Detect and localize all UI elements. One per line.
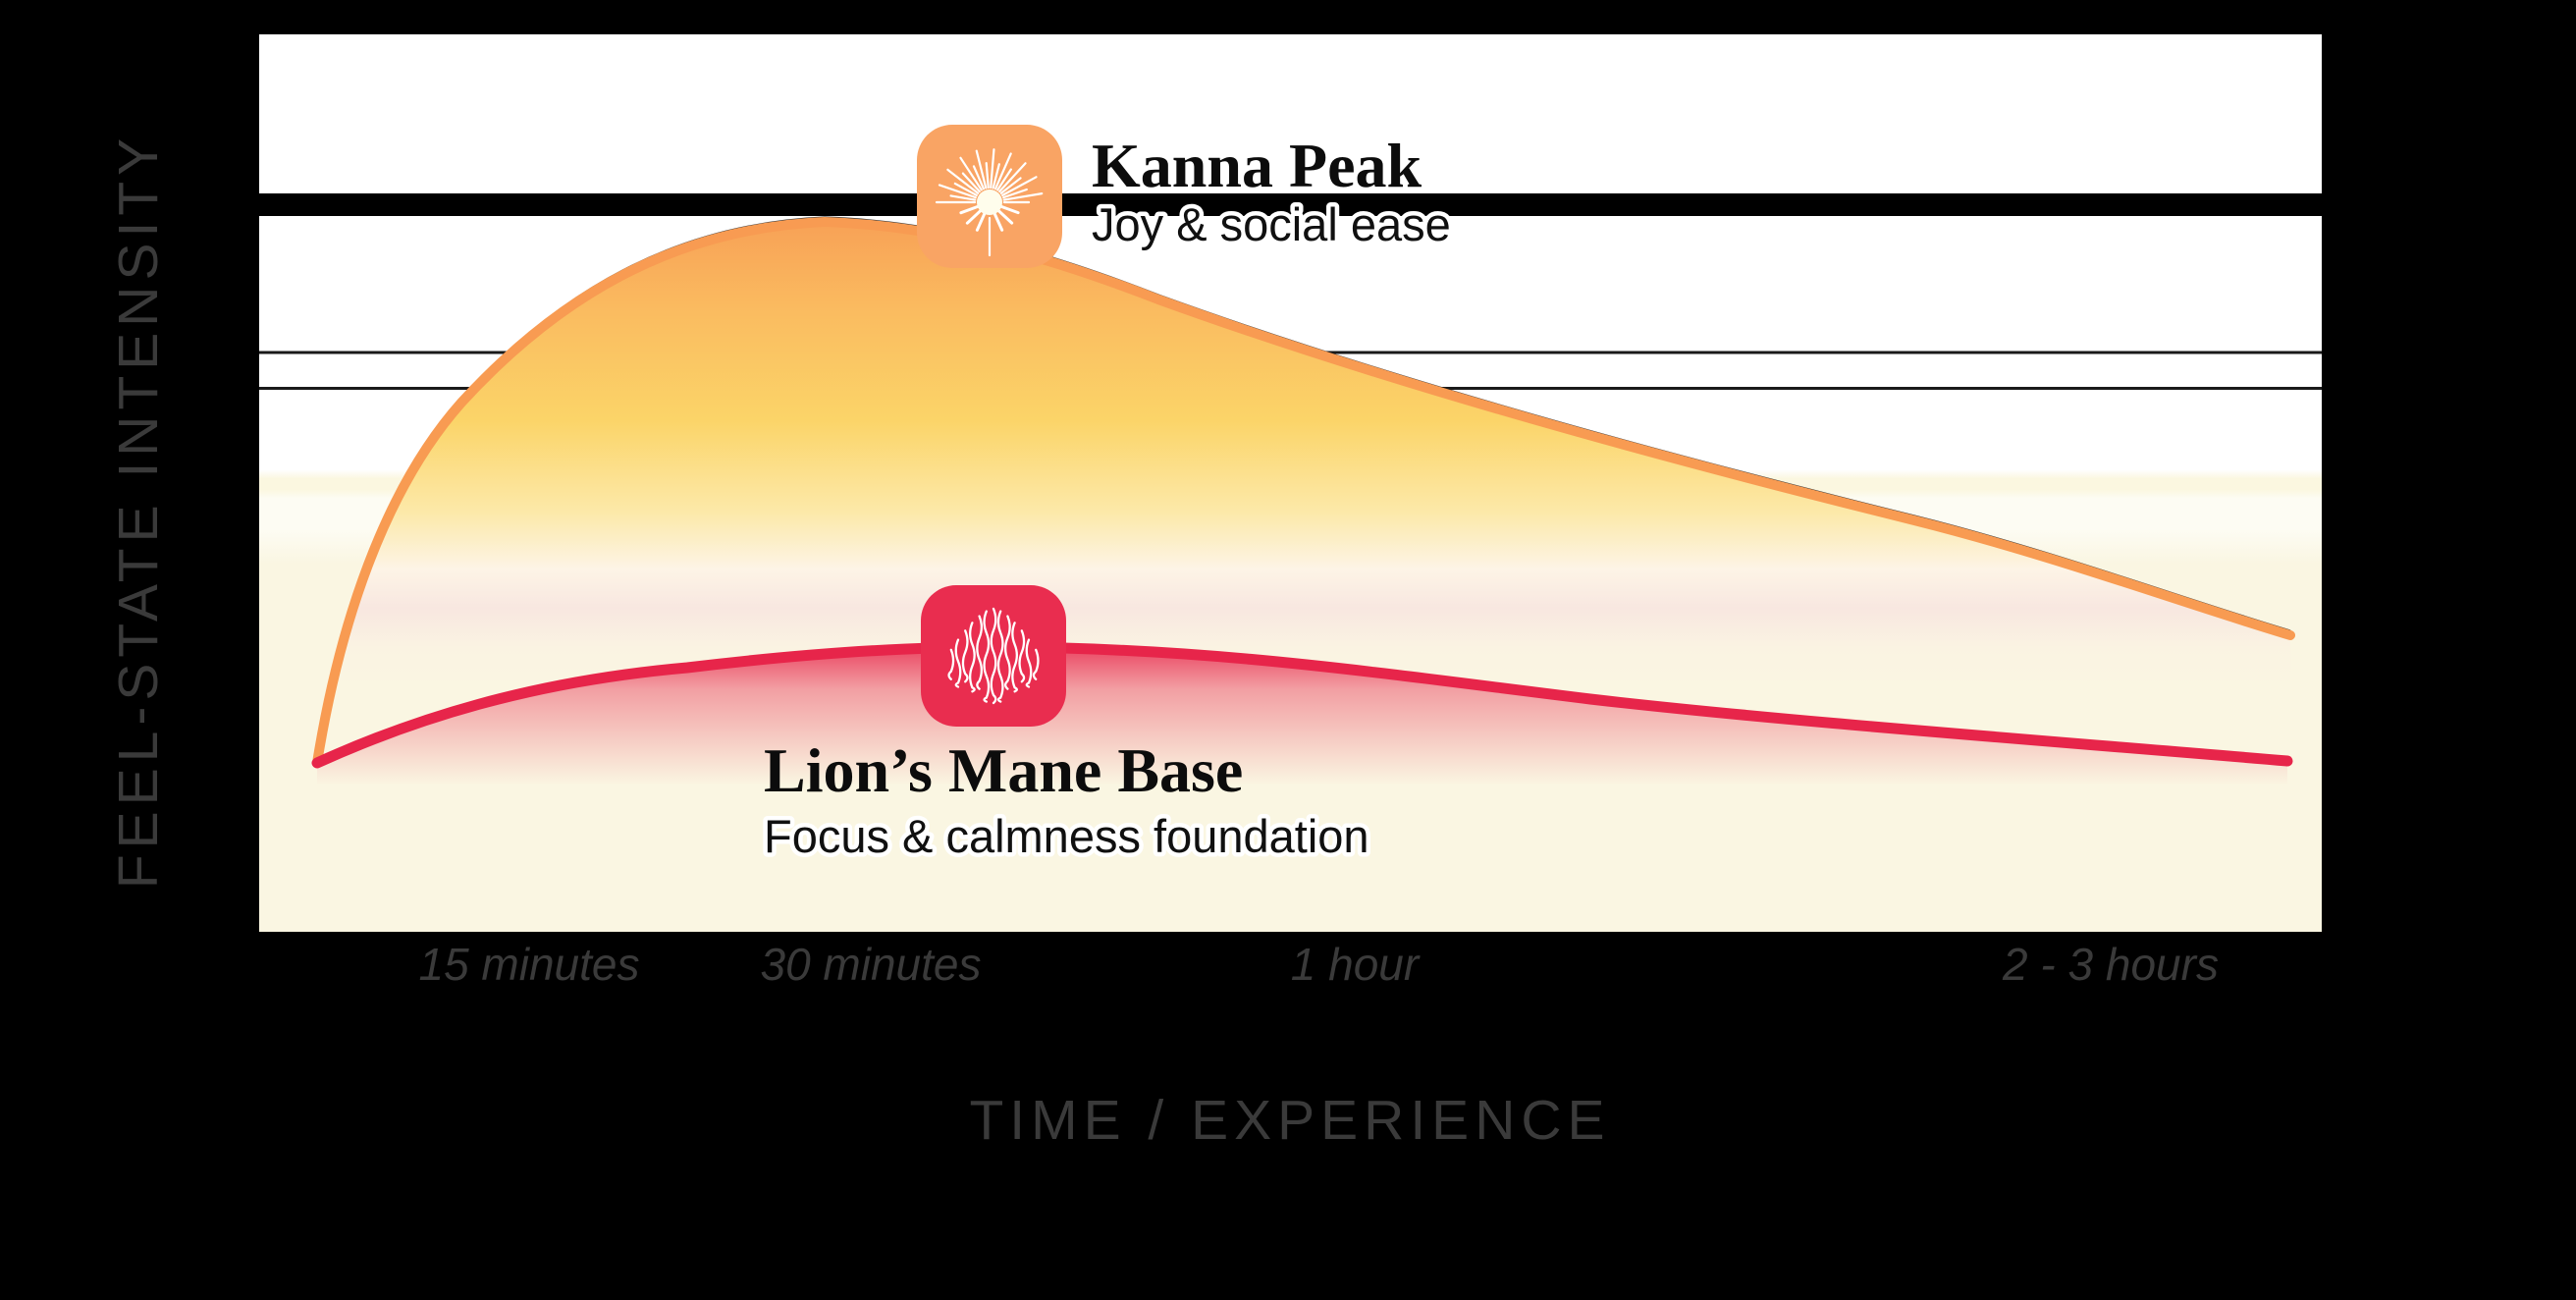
lions-mane-badge: [921, 585, 1066, 727]
x-tick-30-minutes: 30 minutes: [760, 939, 981, 990]
x-tick-1-hour: 1 hour: [1291, 939, 1421, 990]
lions-mane-mushroom-icon: [947, 607, 1040, 705]
x-tick-15-minutes: 15 minutes: [418, 939, 639, 990]
kanna-badge: [917, 125, 1062, 268]
plot-area: [259, 34, 2322, 932]
kanna-tagline: Joy & social ease: [1092, 198, 1451, 250]
lions-mane-curve: [311, 641, 2293, 769]
sparkle-burst-icon: [935, 148, 1044, 257]
x-tick-2-3-hours: 2 - 3 hours: [2002, 939, 2219, 990]
kanna-title: Kanna Peak: [1092, 131, 1422, 200]
lions-mane-area-fill: [317, 647, 2287, 932]
lions-mane-tagline: Focus & calmness foundation: [764, 810, 1369, 862]
x-axis-ticks: 15 minutes 30 minutes 1 hour 2 - 3 hours: [418, 939, 2218, 990]
y-axis-title: FEEL-STATE INTENSITY: [107, 133, 170, 889]
lions-mane-title: Lion’s Mane Base: [764, 735, 1243, 805]
lions-mane-badge-background: [921, 585, 1066, 727]
kanna-peak-reference-line: [259, 193, 2322, 216]
x-axis-title: TIME / EXPERIENCE: [969, 1089, 1610, 1152]
